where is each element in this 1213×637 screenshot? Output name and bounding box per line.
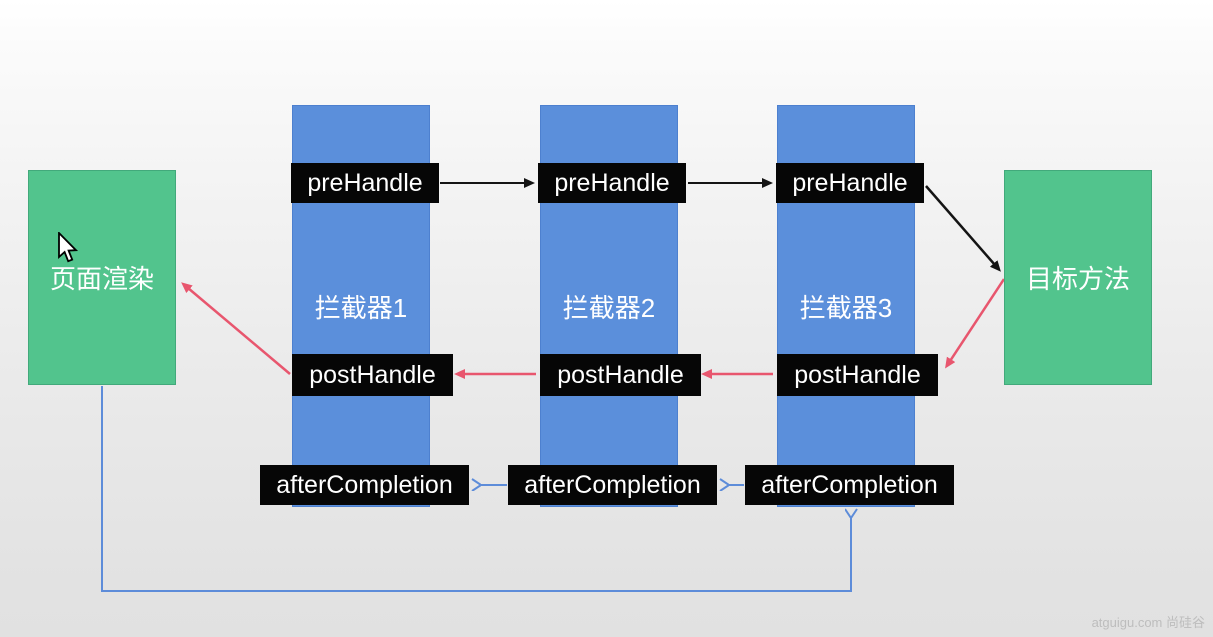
interceptor-1-label: 拦截器1 (314, 292, 408, 323)
posthandle-box-1: postHandle (292, 354, 453, 396)
aftercompletion-3-label: afterCompletion (761, 470, 938, 499)
posthandle-2-label: postHandle (557, 360, 684, 389)
prehandle-3-label: preHandle (792, 168, 908, 197)
mouse-cursor-icon (58, 232, 79, 263)
arrow-posthandle-1-to-page-render (181, 282, 291, 375)
aftercompletion-box-1: afterCompletion (260, 465, 469, 505)
aftercompletion-2-label: afterCompletion (524, 470, 701, 499)
aftercompletion-box-2: afterCompletion (508, 465, 717, 505)
page-render-label: 页面渲染 (49, 264, 154, 294)
page-render-box: 页面渲染 (28, 170, 176, 385)
posthandle-box-2: postHandle (540, 354, 701, 396)
interceptor-3-label: 拦截器3 (799, 292, 893, 323)
aftercompletion-1-label: afterCompletion (276, 470, 453, 499)
posthandle-box-3: postHandle (777, 354, 938, 396)
posthandle-1-label: postHandle (309, 360, 436, 389)
prehandle-2-label: preHandle (554, 168, 670, 197)
interceptor-2-label: 拦截器2 (562, 292, 656, 323)
prehandle-box-1: preHandle (291, 163, 439, 203)
prehandle-box-3: preHandle (776, 163, 924, 203)
aftercompletion-box-3: afterCompletion (745, 465, 954, 505)
arrow-prehandle-3-to-target (925, 185, 1001, 272)
prehandle-box-2: preHandle (538, 163, 686, 203)
arrow-page-render-to-aftercompletion-3 (101, 386, 851, 592)
prehandle-1-label: preHandle (307, 168, 423, 197)
arrow-target-to-posthandle-3 (945, 278, 1006, 369)
watermark-text: atguigu.com 尚硅谷 (1091, 615, 1205, 630)
posthandle-3-label: postHandle (794, 360, 921, 389)
target-method-box: 目标方法 (1004, 170, 1152, 385)
target-method-label: 目标方法 (1025, 264, 1130, 294)
